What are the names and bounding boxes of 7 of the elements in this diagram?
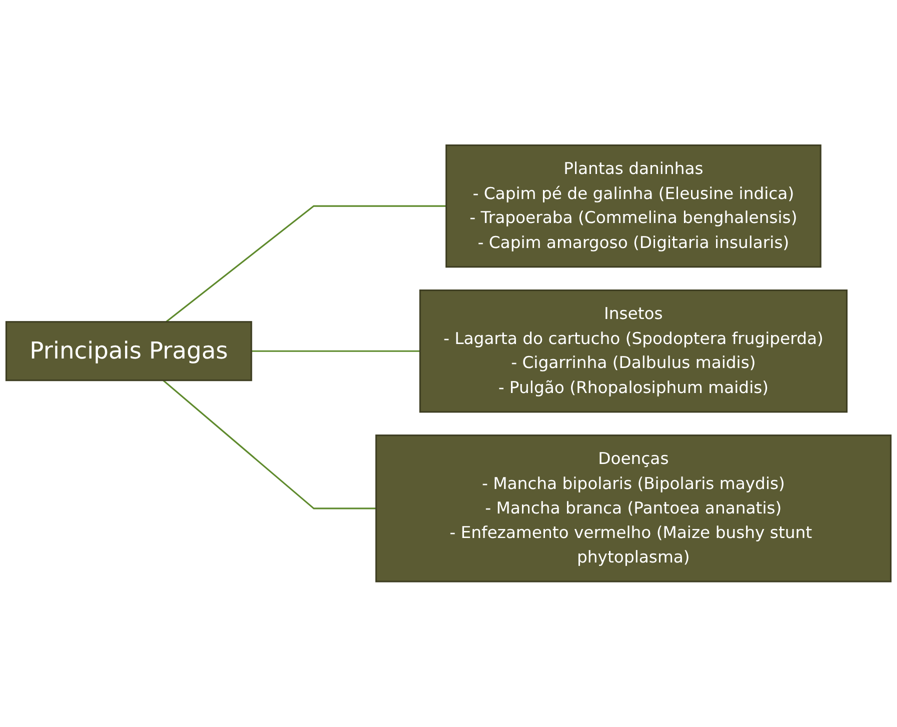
node-box: Insetos - Lagarta do cartucho (Spodoptera frugiperda) - Cigarrinha (Dalbulus maidis) - Pulgão (Rhopalosiphum maidis) <box>419 290 848 413</box>
connector <box>166 205 446 323</box>
connector <box>162 380 376 510</box>
node-box: Principais Pragas <box>5 321 252 382</box>
connector <box>251 350 420 352</box>
node-box: Plantas daninhas - Capim pé de galinha (Eleusine indica) - Trapoeraba (Commelina benghalensis) - Capim amargoso (Digitaria insularis) <box>445 144 822 268</box>
node-box: Doenças - Mancha bipolaris (Bipolaris maydis) - Mancha branca (Pantoea ananatis) - Enfezamento vermelho (Maize bushy stunt phytoplasma) <box>375 434 892 582</box>
